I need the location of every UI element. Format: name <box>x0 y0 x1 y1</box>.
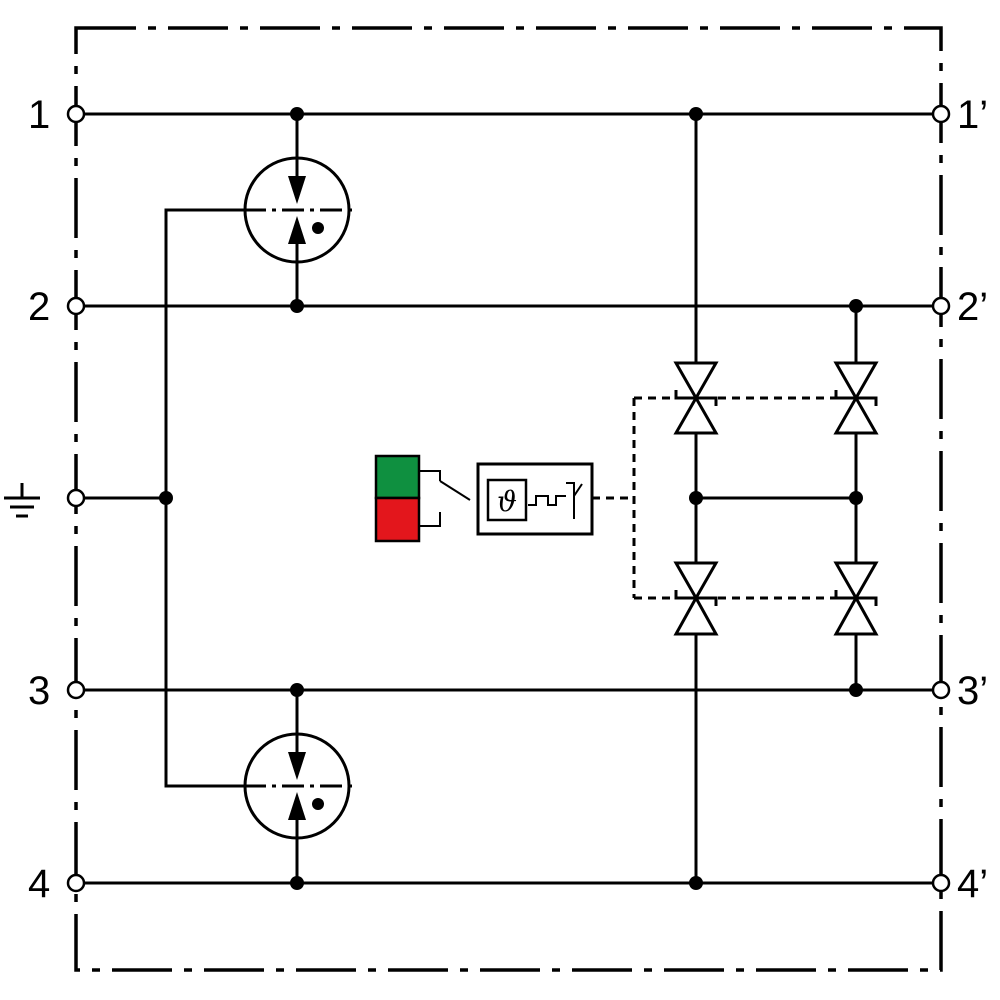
ground-icon <box>4 483 40 518</box>
terminals <box>66 104 951 893</box>
gas-discharge-tube-lower <box>243 683 352 890</box>
thermal-disconnector: ϑ <box>476 462 594 536</box>
terminal-label-1-prime: 1’ <box>957 93 988 137</box>
terminal-label-4-prime: 4’ <box>957 862 988 906</box>
status-indicator <box>374 454 471 543</box>
terminal-label-2: 2 <box>28 285 50 329</box>
terminal-labels: 1 2 3 4 1’ 2’ 3’ 4’ <box>28 93 988 906</box>
thermal-coupling <box>592 396 856 600</box>
terminal-label-3: 3 <box>28 669 50 713</box>
terminal-label-2-prime: 2’ <box>957 285 988 329</box>
terminal-label-1: 1 <box>28 93 50 137</box>
status-fault-indicator <box>374 496 421 543</box>
terminal-label-3-prime: 3’ <box>957 669 988 713</box>
thermal-symbol: ϑ <box>497 485 517 518</box>
gas-discharge-tube-upper <box>243 107 352 313</box>
diode-column-a <box>673 107 719 890</box>
status-ok-indicator <box>374 454 421 500</box>
ground-bus <box>159 208 244 788</box>
terminal-label-4: 4 <box>28 862 50 906</box>
diode-column-b <box>833 299 879 697</box>
